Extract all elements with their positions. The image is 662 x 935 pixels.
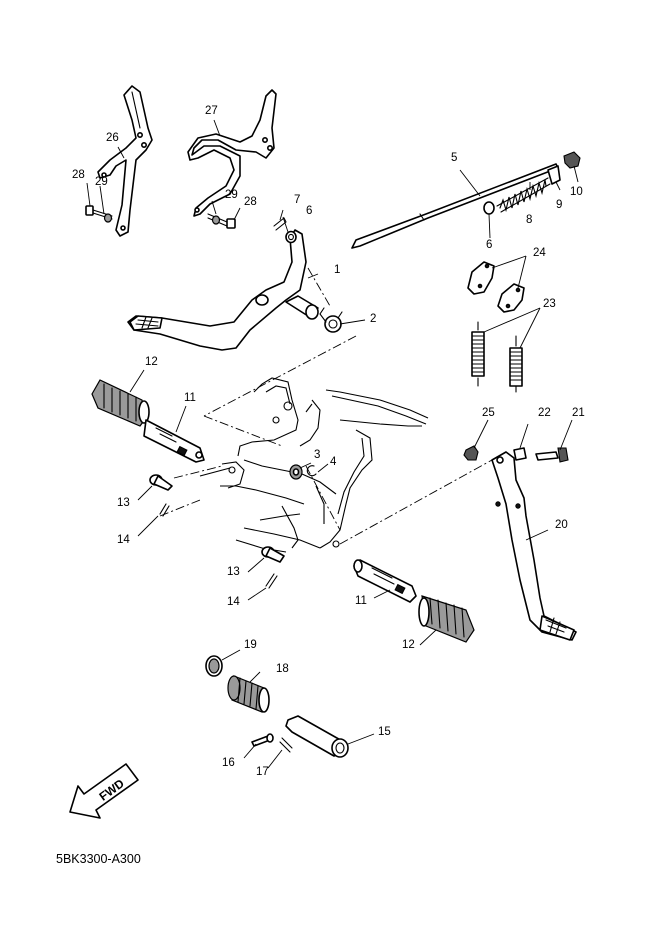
callout-29b: 29: [225, 189, 238, 201]
part-4-circlip: [306, 465, 317, 477]
callout-16: 16: [222, 757, 235, 769]
part-21-bolt: [535, 447, 569, 463]
callout-29a: 29: [95, 176, 108, 188]
part-14-cotter-right: [265, 573, 278, 589]
part-9-joint: [547, 165, 561, 185]
part-10-adjusting-nut: [563, 151, 581, 169]
callout-14a: 14: [117, 534, 130, 546]
callout-6b: 6: [486, 239, 493, 251]
frame-outline: [199, 377, 429, 553]
callout-19: 19: [244, 639, 257, 651]
part-12-footrest-rubber-left: [91, 379, 150, 427]
callout-12b: 12: [402, 639, 415, 651]
callout-leaders: [86, 119, 579, 769]
callout-6a: 6: [306, 205, 313, 217]
callout-13a: 13: [117, 497, 130, 509]
part-29-washer-left: [103, 213, 113, 223]
assembly-leader-lines: [159, 267, 493, 545]
part-2-return-spring: [319, 307, 343, 333]
callout-11a: 11: [184, 392, 196, 404]
part-25-nut: [463, 445, 479, 461]
callout-17: 17: [256, 766, 269, 778]
callout-3: 3: [314, 449, 321, 461]
callout-9: 9: [556, 199, 563, 211]
callout-20: 20: [555, 519, 568, 531]
callout-15: 15: [378, 726, 391, 738]
fwd-arrow-icon: [69, 763, 139, 819]
callout-24: 24: [533, 247, 546, 259]
part-19-ring: [205, 655, 223, 677]
part-6-washer-upper: [285, 230, 297, 244]
part-26-bracket: [97, 85, 153, 237]
callout-11b: 11: [355, 595, 367, 607]
part-24-plates: [467, 261, 525, 313]
part-8-spring: [496, 177, 551, 213]
callout-12a: 12: [145, 356, 158, 368]
callout-23: 23: [543, 298, 556, 310]
callout-25: 25: [482, 407, 495, 419]
part-13-pin-right: [261, 546, 285, 563]
callout-18: 18: [276, 663, 289, 675]
callout-5: 5: [451, 152, 458, 164]
part-22-collar: [513, 447, 527, 461]
part-16-pin: [251, 733, 274, 747]
part-7-cotter-pin: [273, 217, 287, 231]
callout-28a: 28: [72, 169, 85, 181]
callout-4: 4: [330, 456, 337, 468]
diagram-code: 5BK3300-A300: [56, 852, 141, 866]
callout-22: 22: [538, 407, 551, 419]
part-14-cotter-left: [159, 503, 170, 517]
part-11-footrest-right: [353, 559, 417, 603]
callout-7: 7: [294, 194, 301, 206]
callout-1: 1: [334, 264, 341, 276]
part-23-springs: [471, 321, 523, 393]
part-27-bracket: [187, 89, 277, 217]
part-17-cotter: [279, 737, 293, 753]
callout-2: 2: [370, 313, 377, 325]
callout-28b: 28: [244, 196, 257, 208]
part-3-washer: [289, 464, 303, 480]
part-12-footrest-rubber-right: [418, 595, 475, 643]
callout-10: 10: [570, 186, 583, 198]
callout-14b: 14: [227, 596, 240, 608]
part-15-pedal: [285, 715, 349, 758]
callout-13b: 13: [227, 566, 240, 578]
callout-8: 8: [526, 214, 533, 226]
part-29-washer-right: [211, 215, 221, 225]
part-6-washer-rod: [483, 201, 495, 215]
part-20-side-stand: [491, 451, 577, 641]
callout-26: 26: [106, 132, 119, 144]
callout-27: 27: [205, 105, 218, 117]
part-11-footrest-left: [143, 419, 205, 463]
part-1-brake-pedal: [127, 229, 319, 351]
callout-21: 21: [572, 407, 585, 419]
part-18-rubber: [227, 675, 270, 713]
part-5-brake-rod: [351, 163, 559, 249]
part-13-pin-left: [149, 474, 173, 491]
